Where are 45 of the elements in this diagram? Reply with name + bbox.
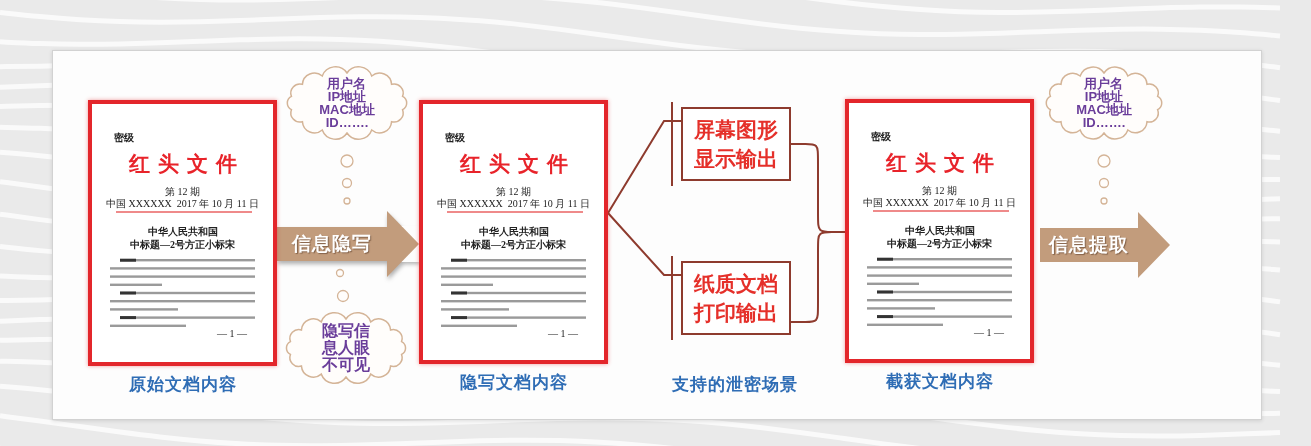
block-arrow bbox=[1040, 212, 1170, 278]
node-label: 截获文档内容 bbox=[885, 372, 994, 392]
scenario-box bbox=[681, 261, 791, 335]
issuer-name: 中国 XXXXXX bbox=[863, 197, 929, 209]
connector-line bbox=[607, 120, 682, 214]
issue-date: 2017 年 10 月 11 日 bbox=[507, 198, 590, 210]
heading-text: 中标题—2号方正小标宋 bbox=[130, 239, 235, 251]
issue-number: 第 12 期 bbox=[496, 186, 531, 198]
thought-text: 用户名 IP地址 MAC地址 ID……. bbox=[1076, 77, 1132, 129]
page-number: — 1 — bbox=[548, 328, 578, 340]
issue-date: 2017 年 10 月 11 日 bbox=[176, 198, 259, 210]
scenario-text: 纸质文档打印输出 bbox=[694, 271, 778, 326]
heading-text: 中华人民共和国 bbox=[478, 226, 549, 238]
document-title: 红头文件 bbox=[127, 152, 245, 176]
node-label: 隐写文档内容 bbox=[459, 373, 568, 393]
document-title: 红头文件 bbox=[458, 152, 576, 176]
heading-text: 中华人民共和国 bbox=[904, 225, 975, 237]
issue-date: 2017 年 10 月 11 日 bbox=[933, 197, 1016, 209]
document-page bbox=[419, 100, 608, 364]
document-title: 红头文件 bbox=[884, 151, 1002, 175]
scenario-text: 屏幕图形显示输出 bbox=[694, 117, 778, 172]
document-page bbox=[845, 99, 1034, 363]
classification-mark: 密级 bbox=[114, 132, 134, 144]
page-number: — 1 — bbox=[217, 328, 247, 340]
brace-line bbox=[790, 231, 846, 323]
heading-text: 中华人民共和国 bbox=[147, 226, 218, 238]
edge-label: 信息隐写 bbox=[290, 233, 374, 255]
node-label: 原始文档内容 bbox=[128, 375, 237, 395]
issue-number: 第 12 期 bbox=[922, 185, 957, 197]
page-number: — 1 — bbox=[974, 327, 1004, 339]
issue-number: 第 12 期 bbox=[165, 186, 200, 198]
issuer-name: 中国 XXXXXX bbox=[437, 198, 503, 210]
heading-text: 中标题—2号方正小标宋 bbox=[461, 239, 566, 251]
classification-mark: 密级 bbox=[871, 131, 891, 143]
heading-text: 中标题—2号方正小标宋 bbox=[887, 238, 992, 250]
arrow-label: 信息提取 bbox=[1049, 234, 1129, 256]
scenario-box bbox=[681, 107, 791, 181]
document-page bbox=[88, 100, 277, 366]
section-label: 支持的泄密场景 bbox=[672, 375, 798, 395]
classification-mark: 密级 bbox=[445, 132, 465, 144]
block-arrow bbox=[277, 211, 419, 277]
connector-line bbox=[607, 212, 682, 276]
thought-text: 用户名 IP地址 MAC地址 ID……. bbox=[319, 77, 375, 129]
thought-text: 隐写信息人眼不可见 bbox=[322, 322, 370, 374]
issuer-name: 中国 XXXXXX bbox=[106, 198, 172, 210]
